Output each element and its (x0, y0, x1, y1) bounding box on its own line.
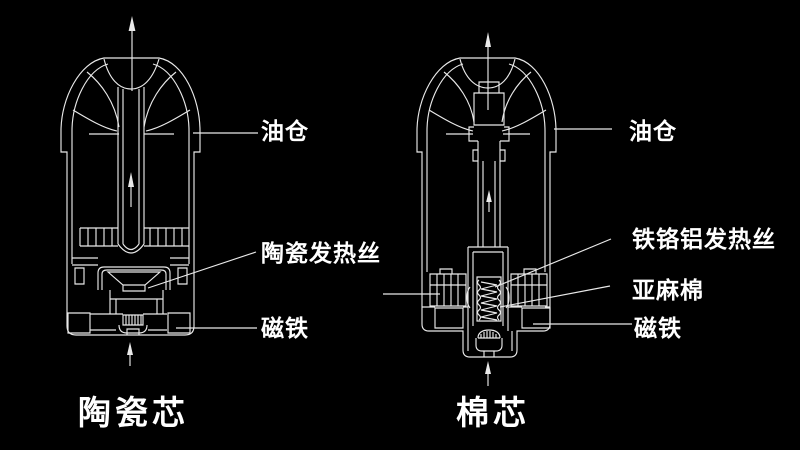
leader-flax-cotton (499, 285, 611, 308)
label-oil-chamber-left: 油仓 (261, 118, 309, 144)
right-pod-magnets (422, 306, 551, 329)
diagram-title-cotton-core: 棉芯 (456, 394, 530, 431)
label-magnet-left: 磁铁 (261, 315, 309, 341)
diagram-title-ceramic-core: 陶瓷芯 (78, 394, 189, 431)
flax-cotton-wadding (466, 279, 510, 321)
leader-lines (147, 128, 632, 329)
label-heating-wire-left: 陶瓷发热丝 (261, 240, 381, 266)
ceramic-pod-drawing (60, 16, 201, 366)
airflow-arrow-icon (127, 16, 136, 366)
heating-coil (480, 281, 498, 321)
leader-heating-wire-right (494, 238, 612, 288)
airflow-arrow-icon (485, 32, 492, 386)
left-pod-magnets (67, 312, 191, 334)
label-oil-chamber-right: 油仓 (629, 118, 677, 144)
label-heating-wire-right: 铁铬铝发热丝 (632, 226, 776, 252)
label-flax-cotton: 亚麻棉 (632, 277, 704, 303)
label-magnet-right: 磁铁 (634, 315, 682, 341)
cotton-pod-drawing (416, 32, 557, 386)
leader-heating-wire-left (147, 251, 257, 289)
